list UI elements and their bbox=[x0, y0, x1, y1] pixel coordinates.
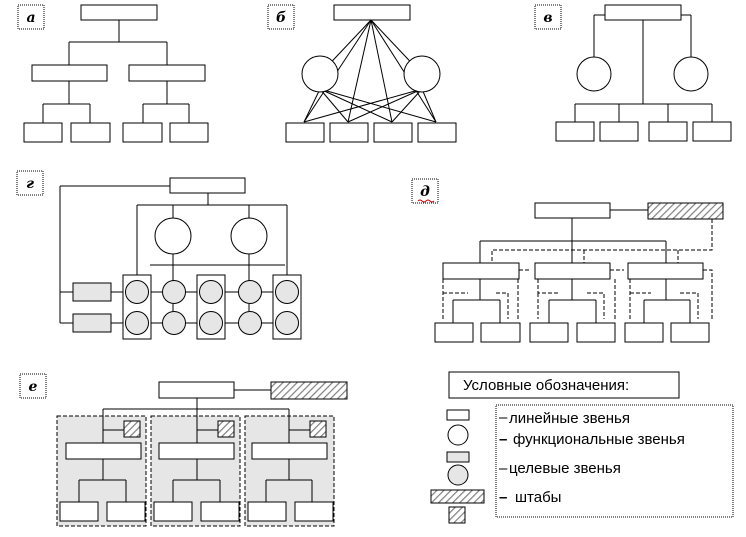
line-unit-box bbox=[555, 121, 595, 142]
label-box-b bbox=[267, 4, 295, 30]
label-d: г bbox=[26, 176, 34, 192]
legend-item-target-units: целевые звенья bbox=[509, 460, 621, 477]
staff-box bbox=[123, 420, 141, 438]
line-unit-box bbox=[247, 501, 287, 522]
line-unit-box bbox=[624, 322, 664, 343]
line-unit-box bbox=[373, 122, 413, 143]
target-unit-circle bbox=[162, 311, 186, 335]
label-box-f bbox=[19, 373, 47, 399]
line-unit-box bbox=[122, 122, 163, 143]
target-unit-circle bbox=[238, 311, 262, 335]
line-unit-box bbox=[158, 442, 235, 460]
line-unit-box bbox=[692, 121, 732, 142]
legend-line-unit-icon bbox=[446, 409, 470, 421]
target-unit-circle bbox=[125, 311, 149, 335]
staff-box bbox=[647, 202, 724, 220]
functional-unit-circle bbox=[301, 55, 339, 93]
line-unit-box bbox=[627, 262, 704, 280]
staff-box bbox=[217, 420, 235, 438]
functional-unit-circle bbox=[403, 55, 441, 93]
legend-symbols bbox=[430, 371, 734, 524]
target-unit-circle bbox=[199, 280, 223, 304]
line-unit-box bbox=[80, 4, 158, 21]
label-b: б bbox=[276, 10, 286, 26]
line-unit-box bbox=[106, 501, 146, 522]
legend-target-unit-icon bbox=[447, 464, 469, 486]
legend-item-line-units: линейные звенья bbox=[509, 410, 630, 427]
line-unit-box bbox=[153, 501, 193, 522]
line-unit-box bbox=[417, 122, 457, 143]
line-unit-box bbox=[534, 202, 611, 219]
legend-functional-unit-icon bbox=[447, 424, 469, 446]
line-unit-box bbox=[333, 4, 411, 21]
staff-box bbox=[309, 420, 327, 438]
diagram-f bbox=[56, 381, 348, 527]
diagram-b bbox=[285, 4, 457, 143]
staff-box bbox=[72, 282, 112, 302]
line-unit-box bbox=[599, 121, 639, 142]
line-unit-box bbox=[329, 122, 369, 143]
label-box-a bbox=[17, 4, 45, 30]
legend-staff-small-hatch-icon bbox=[448, 506, 466, 524]
target-unit-circle bbox=[275, 280, 299, 304]
target-unit-circle bbox=[162, 280, 186, 304]
label-a: а bbox=[26, 10, 35, 26]
line-unit-box bbox=[480, 322, 521, 343]
line-unit-box bbox=[169, 122, 209, 143]
legend-staff-hatch-icon bbox=[430, 489, 485, 504]
line-unit-box bbox=[158, 381, 235, 399]
target-unit-circle bbox=[275, 311, 299, 335]
legend-dash: – bbox=[499, 431, 507, 448]
legend-text-box bbox=[495, 404, 734, 518]
target-unit-circle bbox=[199, 311, 223, 335]
line-unit-box bbox=[529, 322, 569, 343]
legend-dash: – bbox=[499, 489, 507, 506]
diagram-d bbox=[59, 177, 302, 340]
label-box-c bbox=[534, 4, 562, 30]
target-unit-circle bbox=[125, 280, 149, 304]
spellcheck-underline bbox=[417, 199, 435, 203]
line-unit-box bbox=[442, 262, 520, 280]
line-unit-box bbox=[70, 122, 111, 143]
legend-staff-gray-icon bbox=[446, 451, 470, 463]
staff-box bbox=[270, 381, 348, 400]
line-unit-box bbox=[128, 64, 206, 82]
target-unit-circle bbox=[238, 280, 262, 304]
line-unit-box bbox=[285, 122, 325, 143]
line-unit-box bbox=[576, 322, 616, 343]
label-box-d bbox=[16, 170, 44, 196]
label-e: д bbox=[420, 184, 430, 200]
legend-title-box bbox=[448, 371, 680, 399]
line-unit-box bbox=[434, 322, 474, 343]
legend-dash: – bbox=[499, 409, 508, 426]
line-unit-box bbox=[251, 442, 328, 460]
staff-box bbox=[72, 313, 112, 333]
legend-item-functional-units: функциональные звенья bbox=[513, 431, 685, 448]
line-unit-box bbox=[648, 121, 688, 142]
line-unit-box bbox=[534, 262, 611, 280]
functional-unit-circle bbox=[230, 217, 268, 255]
line-unit-box bbox=[294, 501, 334, 522]
line-unit-box bbox=[59, 501, 99, 522]
line-unit-box bbox=[670, 322, 710, 343]
functional-unit-circle bbox=[576, 56, 612, 92]
legend-item-staff: штабы bbox=[515, 489, 561, 506]
functional-unit-circle bbox=[673, 56, 709, 92]
line-unit-box bbox=[200, 501, 240, 522]
line-unit-box bbox=[604, 4, 682, 21]
diagram-c bbox=[555, 4, 732, 142]
line-unit-box bbox=[23, 122, 63, 143]
label-box-e bbox=[411, 178, 439, 204]
diagram-e bbox=[434, 202, 724, 343]
line-unit-box bbox=[31, 64, 108, 82]
line-unit-box bbox=[65, 442, 142, 460]
label-c: в bbox=[543, 10, 552, 26]
line-unit-box bbox=[169, 177, 246, 194]
label-f: е bbox=[29, 379, 38, 395]
legend-title: Условные обозначения: bbox=[463, 377, 629, 394]
legend-dash: – bbox=[499, 460, 508, 477]
functional-unit-circle bbox=[154, 217, 192, 255]
diagram-a bbox=[23, 4, 209, 143]
